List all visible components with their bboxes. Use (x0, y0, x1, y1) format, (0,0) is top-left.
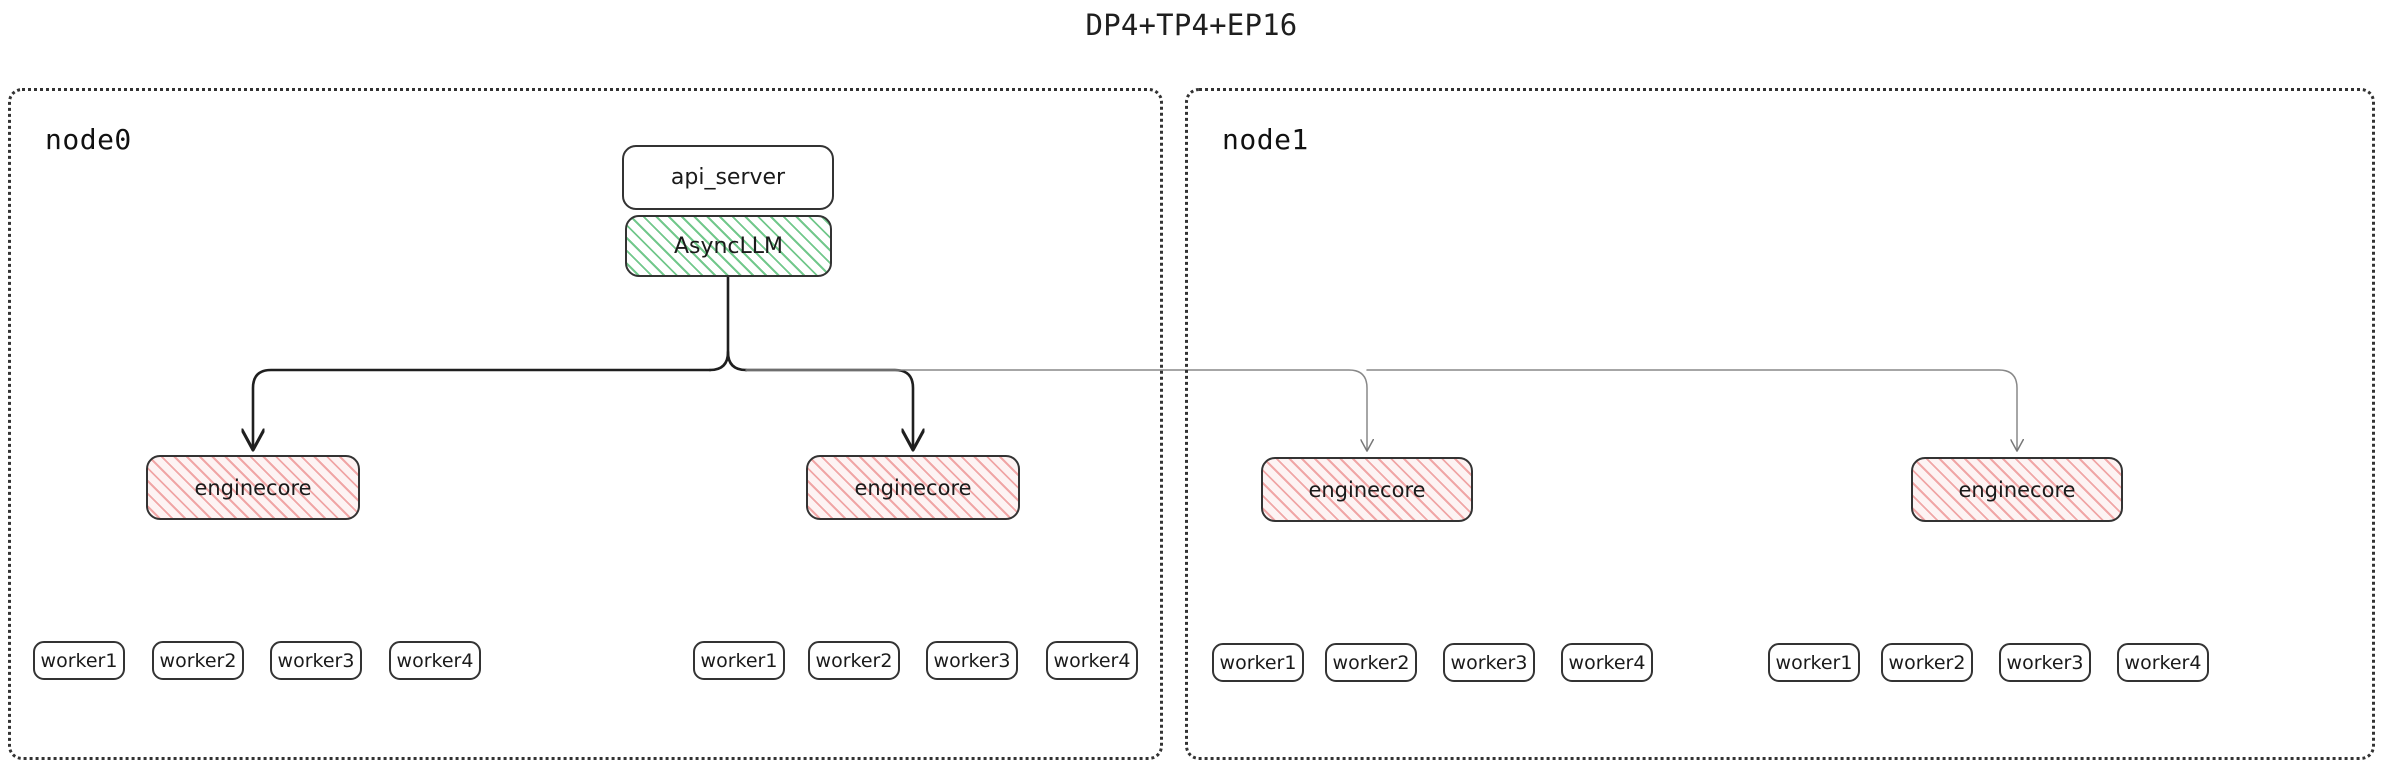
api-server-label: api_server (670, 165, 786, 190)
enginecore-label: enginecore (854, 475, 972, 500)
worker-box[interactable]: worker1 (33, 641, 125, 680)
worker-box[interactable]: worker2 (1881, 643, 1973, 682)
enginecore-label: enginecore (194, 475, 312, 500)
worker-label: worker4 (396, 649, 474, 672)
node-group-label: node1 (1222, 123, 1309, 156)
worker-label: worker1 (1219, 651, 1297, 674)
enginecore-box[interactable]: enginecore (1261, 457, 1473, 522)
worker-label: worker4 (1053, 649, 1131, 672)
enginecore-box[interactable]: enginecore (146, 455, 360, 520)
worker-box[interactable]: worker4 (1561, 643, 1653, 682)
worker-box[interactable]: worker3 (270, 641, 362, 680)
worker-box[interactable]: worker4 (389, 641, 481, 680)
worker-label: worker3 (933, 649, 1011, 672)
worker-box[interactable]: worker4 (1046, 641, 1138, 680)
worker-label: worker1 (700, 649, 778, 672)
worker-box[interactable]: worker1 (1768, 643, 1860, 682)
worker-label: worker3 (277, 649, 355, 672)
worker-box[interactable]: worker3 (926, 641, 1018, 680)
worker-label: worker4 (2124, 651, 2202, 674)
worker-box[interactable]: worker1 (1212, 643, 1304, 682)
worker-label: worker3 (1450, 651, 1528, 674)
enginecore-label: enginecore (1958, 477, 2076, 502)
enginecore-box[interactable]: enginecore (806, 455, 1020, 520)
worker-label: worker1 (40, 649, 118, 672)
api-server-box[interactable]: api_server (622, 145, 834, 210)
worker-box[interactable]: worker1 (693, 641, 785, 680)
worker-box[interactable]: worker3 (1443, 643, 1535, 682)
worker-label: worker2 (159, 649, 237, 672)
worker-box[interactable]: worker4 (2117, 643, 2209, 682)
worker-label: worker2 (815, 649, 893, 672)
worker-label: worker3 (2006, 651, 2084, 674)
async-llm-label: AsyncLLM (673, 233, 784, 259)
worker-box[interactable]: worker2 (152, 641, 244, 680)
page-title: DP4+TP4+EP16 (1085, 8, 1298, 42)
worker-label: worker1 (1775, 651, 1853, 674)
enginecore-label: enginecore (1308, 477, 1426, 502)
enginecore-box[interactable]: enginecore (1911, 457, 2123, 522)
worker-box[interactable]: worker3 (1999, 643, 2091, 682)
worker-box[interactable]: worker2 (1325, 643, 1417, 682)
worker-label: worker4 (1568, 651, 1646, 674)
worker-box[interactable]: worker2 (808, 641, 900, 680)
worker-label: worker2 (1332, 651, 1410, 674)
async-llm-box[interactable]: AsyncLLM (625, 215, 832, 277)
worker-label: worker2 (1888, 651, 1966, 674)
node-group-label: node0 (45, 123, 132, 156)
